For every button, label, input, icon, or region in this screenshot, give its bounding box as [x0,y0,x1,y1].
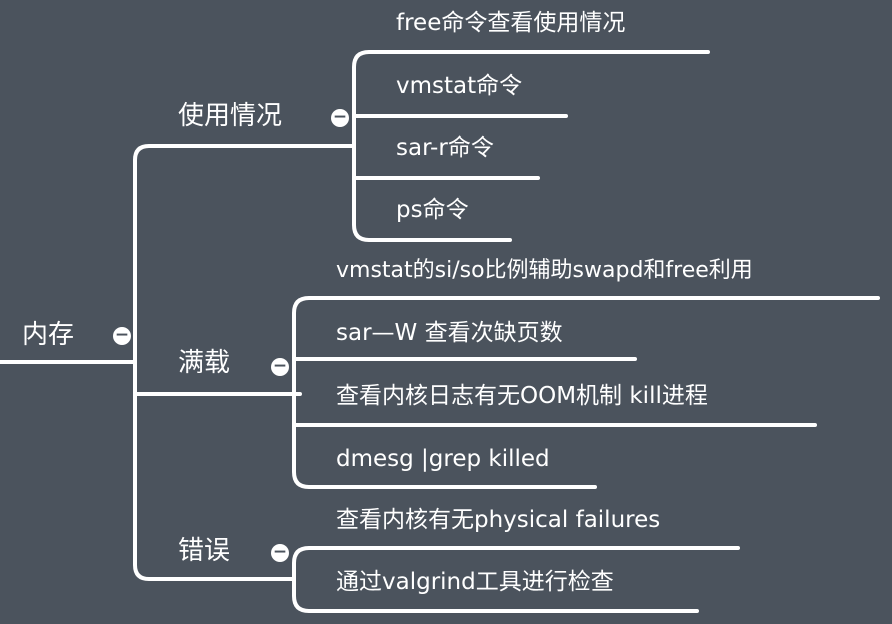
root-collapse-toggle[interactable]: − [113,325,131,345]
connector-full-outer [292,296,880,489]
branch-usage-label: 使用情况 [178,101,283,131]
leaf-vmstat-si-so: vmstat的si/so比例辅助swapd和free利用 [336,258,753,283]
leaf-sar-r-command: sar-r命令 [396,135,494,161]
leaf-free-command: free命令查看使用情况 [396,10,626,36]
leaf-kernel-oom: 查看内核日志有无OOM机制 kill进程 [336,383,708,409]
connector-root-error [133,392,296,581]
root-node-label: 内存 [22,320,75,350]
branch-usage-collapse-toggle[interactable]: − [331,107,349,127]
leaf-sar-w: sar—W 查看次缺页数 [336,320,563,346]
branch-error-collapse-toggle[interactable]: − [271,542,289,562]
connector-root-usage [133,144,338,364]
connector-error-outer [292,546,740,613]
branch-error-label: 错误 [178,536,231,566]
branch-full-load-label: 满载 [178,348,231,378]
leaf-vmstat-command: vmstat命令 [396,73,523,99]
leaf-ps-command: ps命令 [396,197,469,223]
leaf-dmesg-grep: dmesg |grep killed [336,446,550,472]
branch-full-load-collapse-toggle[interactable]: − [271,356,289,376]
leaf-physical-failures: 查看内核有无physical failures [336,507,661,533]
connector-usage-outer [352,50,710,242]
leaf-valgrind-check: 通过valgrind工具进行检查 [336,569,614,595]
